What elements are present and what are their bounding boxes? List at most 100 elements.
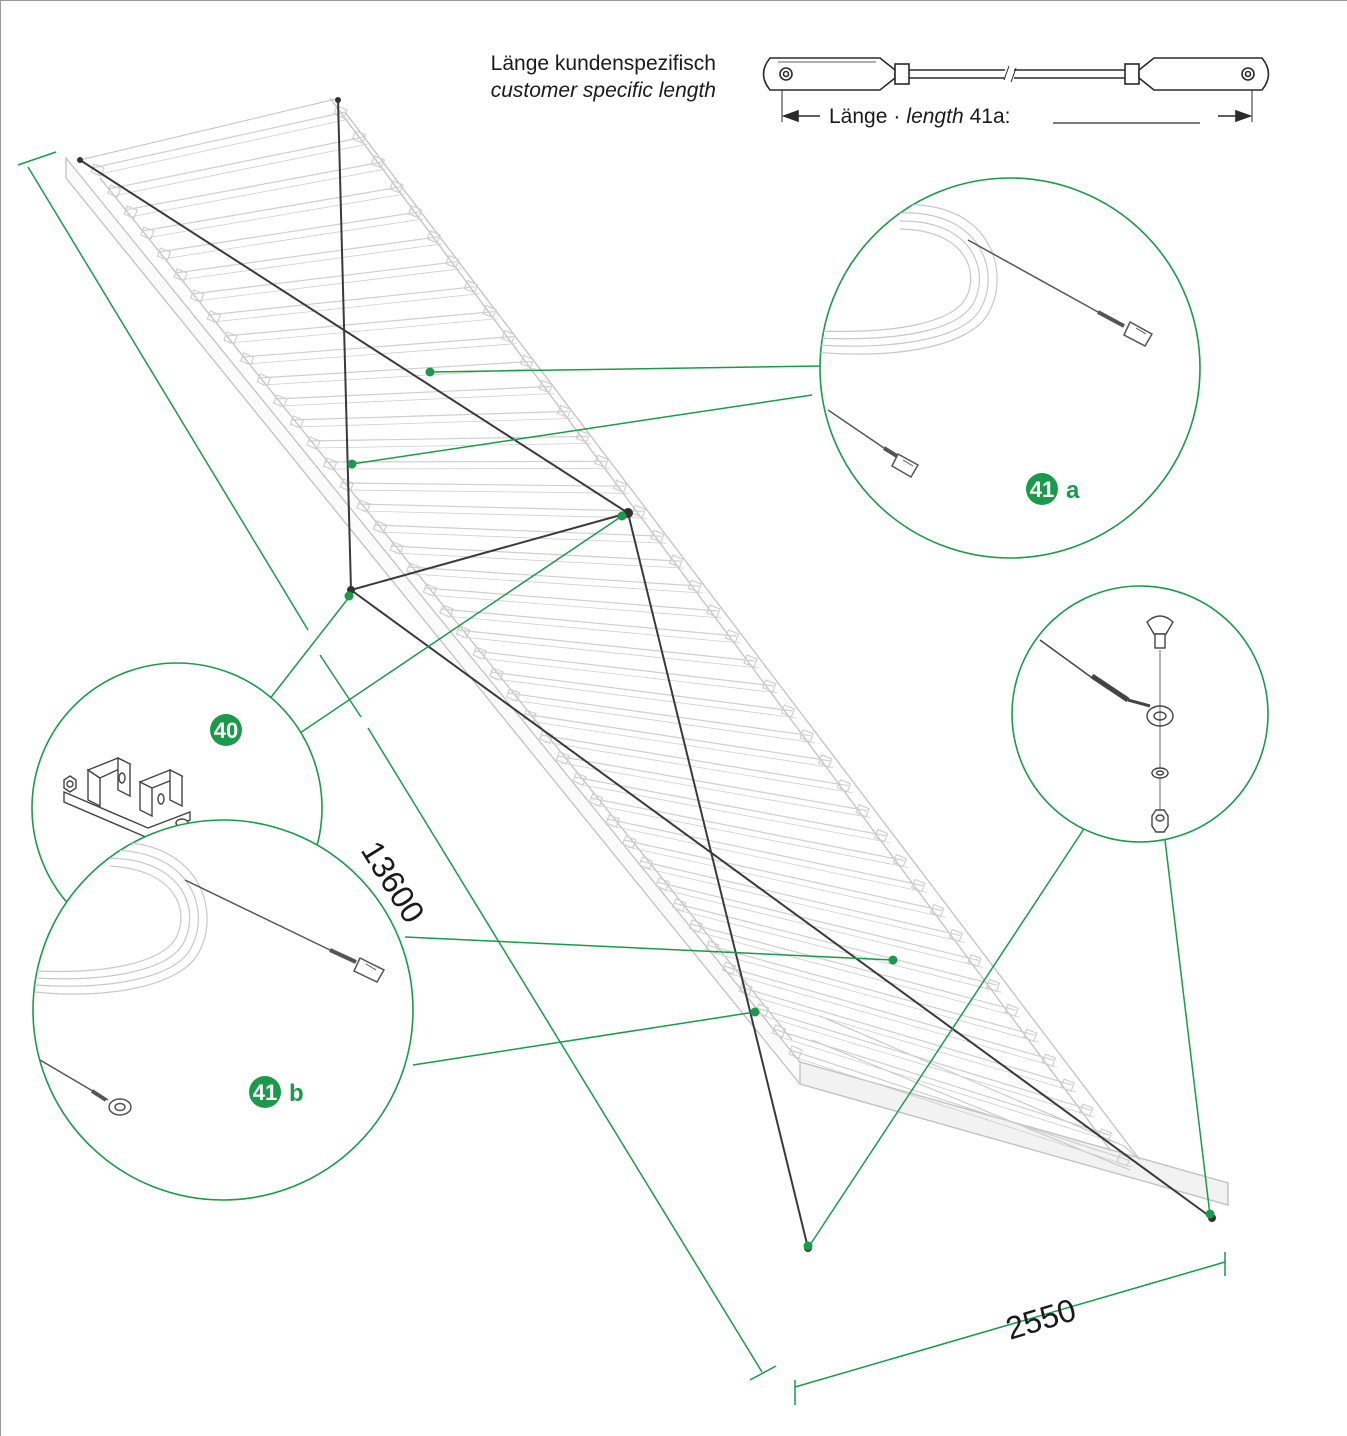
stair-bracket	[706, 604, 721, 618]
stair-rung-edge	[145, 193, 405, 239]
stair-bracket	[422, 583, 438, 597]
stair-bracket	[140, 226, 155, 240]
stair-rung	[773, 1028, 1110, 1136]
stair-rung-edge	[577, 783, 890, 843]
stair-rung-edge	[544, 741, 853, 794]
stair-rung	[341, 482, 625, 487]
stair-bracket	[788, 1045, 803, 1059]
stair-rung-edge	[494, 678, 797, 719]
stair-rung-edge	[361, 510, 648, 519]
stair-rung-edge	[511, 699, 816, 744]
detail-41b: 41 b	[32, 819, 414, 1201]
stair-rung-edge	[328, 467, 611, 470]
stair-bracket	[688, 919, 704, 933]
badge-41b	[249, 1076, 281, 1108]
stair-bracket	[472, 646, 487, 660]
stair-rungs	[90, 105, 1133, 1168]
stair-rung	[324, 460, 607, 463]
length-note: Länge kundenspezifisch customer specific…	[468, 50, 716, 104]
detail-eyelet-bolt	[1011, 585, 1269, 843]
stair-bracket	[189, 289, 205, 303]
stair-rung-edge	[660, 888, 983, 968]
stair-bracket	[519, 354, 535, 369]
stair-rung-edge	[478, 657, 778, 694]
leader-dots	[344, 367, 1215, 1251]
stair-bracket	[538, 379, 553, 394]
stair-bracket	[322, 457, 338, 471]
stair-rung-edge	[561, 762, 872, 819]
stair-bracket	[356, 499, 371, 513]
stair-rung	[391, 545, 681, 562]
stair-rung	[706, 944, 1035, 1036]
stair-bracket	[622, 835, 637, 849]
stair-bracket	[588, 793, 604, 807]
stair-rung	[540, 734, 849, 787]
stair-rung-edge	[195, 268, 461, 302]
stair-bracket	[799, 729, 814, 743]
stair-rung	[723, 965, 1054, 1061]
stair-bracket	[762, 679, 777, 693]
stair-rung	[623, 839, 942, 912]
stair-rung-edge	[727, 972, 1058, 1068]
stair-rung	[208, 286, 476, 316]
stair-bracket	[631, 504, 647, 518]
stair-bracket	[389, 541, 404, 555]
stair-bracket	[439, 604, 454, 618]
stair-rung	[291, 410, 569, 421]
stair-rung-edge	[710, 951, 1039, 1043]
badge-41a-number: 41	[1030, 477, 1054, 502]
stair-bracket	[256, 373, 271, 387]
badge-40-number: 40	[214, 718, 238, 743]
stair-bracket	[612, 479, 628, 494]
stair-bracket	[771, 1024, 787, 1038]
length-note-german: Länge kundenspezifisch	[490, 52, 716, 75]
stair-bracket	[370, 155, 386, 169]
stair-bracket	[406, 562, 421, 576]
stair-rung-edge	[95, 118, 350, 176]
stair-rung-edge	[743, 993, 1077, 1093]
stair-rung-edge	[677, 909, 1002, 993]
stair-bracket	[1078, 1103, 1094, 1117]
stair-bracket	[738, 982, 753, 996]
stair-bracket	[351, 130, 367, 144]
badge-40	[210, 714, 242, 746]
stair-rung-edge	[345, 489, 629, 494]
stair-rung-edge	[228, 318, 499, 344]
stair-bracket	[572, 772, 587, 786]
stair-rung-edge	[162, 218, 424, 260]
stair-rung	[258, 360, 532, 379]
stair-bracket	[836, 778, 852, 793]
stair-bracket	[655, 877, 670, 891]
stair-rung-edge	[112, 143, 368, 197]
stair-bracket	[705, 940, 720, 954]
stair-bracket	[594, 454, 609, 469]
cable-length-detail	[762, 57, 1270, 124]
stair-bracket	[106, 184, 122, 198]
stair-bracket	[855, 803, 870, 818]
stair-bracket	[407, 205, 423, 219]
stair-bracket	[911, 878, 926, 893]
stair-rung	[590, 797, 905, 862]
stair-rung	[357, 503, 644, 512]
stair-rung-edge	[627, 846, 946, 918]
stair-bracket	[505, 688, 521, 702]
stair-rung-edge	[528, 720, 834, 769]
stair-bracket	[455, 625, 471, 639]
length-note-english: customer specific length	[490, 79, 716, 102]
stair-bracket	[1041, 1053, 1057, 1067]
stair-rung-edge	[644, 867, 965, 943]
stair-rung	[457, 629, 756, 662]
stair-bracket	[668, 554, 684, 568]
stair-rung-edge	[611, 825, 927, 893]
detail-41a: 41 a	[819, 177, 1201, 559]
stair-bracket	[948, 928, 963, 943]
stair-rung	[307, 435, 588, 442]
stair-rung	[108, 136, 364, 190]
dimension-width	[794, 1252, 1226, 1405]
stair-bracket	[556, 404, 572, 419]
stair-bracket	[985, 978, 1001, 993]
stair-rung-edge	[411, 573, 704, 594]
stair-bracket	[333, 105, 348, 119]
stair-bracket	[1023, 1028, 1038, 1042]
